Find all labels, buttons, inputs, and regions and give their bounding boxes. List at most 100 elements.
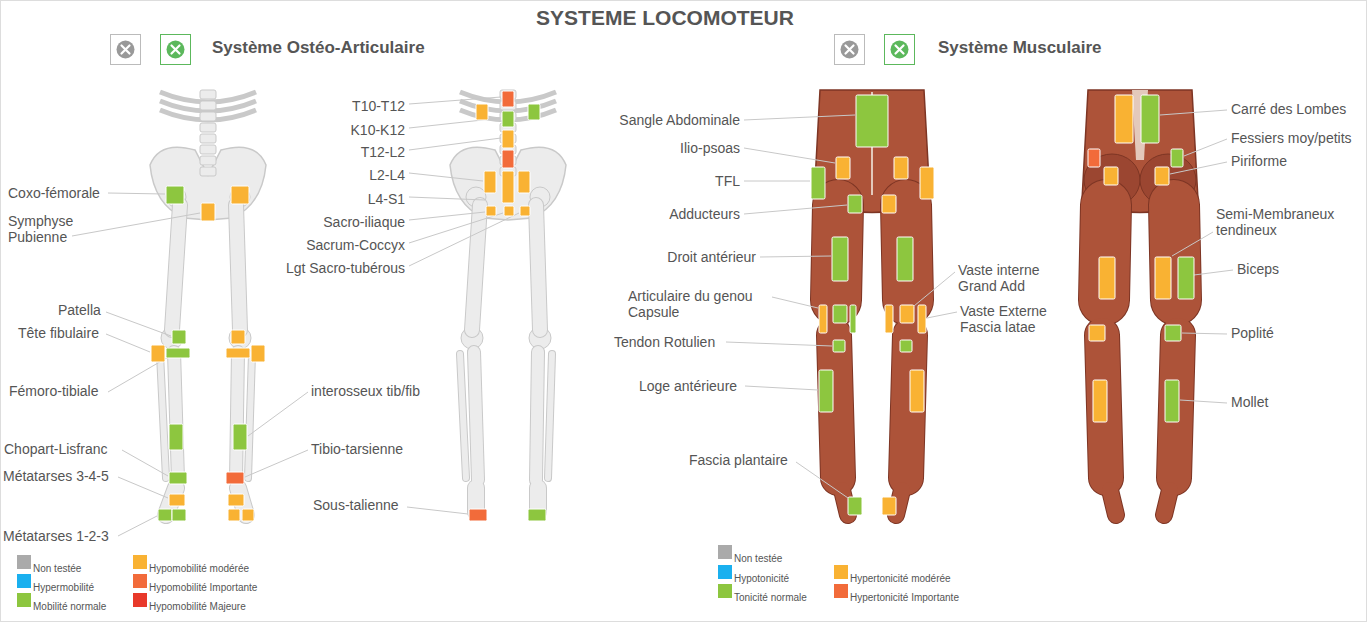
status-mark	[228, 494, 244, 506]
bone-outline	[172, 205, 180, 330]
part-label: Symphyse Pubienne	[8, 213, 98, 245]
status-mark	[894, 157, 908, 179]
button-frame	[111, 35, 141, 65]
muscle-fill	[906, 335, 910, 478]
part-label: Tendon Rotulien	[614, 334, 715, 350]
part-label: Poplité	[1231, 325, 1274, 341]
bone-fill	[172, 205, 180, 330]
status-mark	[520, 206, 530, 216]
status-mark	[1165, 325, 1181, 341]
bone	[460, 205, 552, 512]
part-label: Patella	[58, 302, 101, 318]
legend-swatch	[133, 555, 147, 569]
part-label: Lgt Sacro-tubérous	[286, 260, 405, 276]
leader-line	[72, 213, 200, 236]
status-mark	[819, 370, 833, 412]
muscle	[1102, 205, 1178, 515]
bone-fill	[536, 352, 538, 480]
leader-line	[927, 312, 957, 318]
muscle-fill	[896, 490, 902, 515]
part-label: Chopart-Lisfranc	[4, 441, 108, 457]
status-mark	[233, 424, 247, 450]
part-label: Fascia plantaire	[689, 452, 788, 468]
status-mark	[910, 370, 924, 412]
legend-text: Hypomobilité Majeure	[149, 601, 246, 613]
legend-swatch	[133, 593, 147, 607]
bone-fill	[530, 488, 546, 512]
leader-line	[409, 213, 519, 266]
bone-fill	[160, 354, 166, 478]
pelvis	[150, 147, 266, 220]
part-label: Sacrum-Coccyx	[306, 237, 405, 253]
legend-text: Hypomobilité modérée	[149, 563, 249, 575]
status-mark	[920, 167, 934, 199]
bone-fill	[460, 354, 466, 478]
button-frame	[885, 35, 915, 65]
toggle-button	[111, 35, 141, 65]
muscle-fill	[1174, 205, 1176, 300]
status-mark	[469, 509, 487, 521]
part-label: L2-L4	[369, 167, 405, 183]
button-frame	[835, 35, 865, 65]
status-mark	[1165, 380, 1179, 422]
vertebra	[200, 167, 216, 176]
status-mark	[1141, 95, 1159, 143]
button-frame	[161, 35, 191, 65]
rib	[160, 110, 256, 120]
bone-outline	[536, 352, 538, 480]
muscle-outline	[1164, 490, 1170, 515]
legend-text: Tonicité normale	[734, 592, 807, 604]
status-mark	[226, 472, 244, 484]
status-mark	[882, 195, 896, 213]
leader-line	[1160, 110, 1227, 115]
status-mark	[900, 340, 912, 352]
part-label: Carré des Lombes	[1231, 101, 1346, 117]
status-mark	[476, 104, 488, 120]
status-mark	[1089, 325, 1105, 341]
part-label: Vaste interne Grand Add	[958, 262, 1058, 294]
button-icon	[117, 41, 135, 59]
leader-line	[248, 392, 308, 436]
leader-line	[118, 477, 168, 498]
status-mark	[856, 95, 888, 147]
bone-outline	[474, 352, 478, 480]
legend-text: Hypotonicité	[734, 573, 789, 585]
bone-fill	[248, 354, 252, 478]
joint	[230, 187, 250, 207]
bone-outline	[467, 488, 485, 512]
toggle-button	[835, 35, 865, 65]
status-mark	[502, 111, 514, 127]
leader-line	[1172, 232, 1213, 256]
close-cross	[896, 46, 904, 54]
status-mark	[484, 171, 496, 193]
status-mark	[242, 509, 254, 521]
bone-outline	[236, 352, 238, 480]
leader-line	[409, 212, 485, 220]
leader-line	[407, 507, 468, 514]
status-mark	[918, 305, 926, 333]
bone-fill	[236, 205, 240, 330]
legend-swatch	[834, 584, 848, 598]
status-mark	[228, 509, 240, 521]
legend-text: Hypermobilité	[33, 582, 94, 594]
status-mark	[528, 104, 540, 120]
bone-fill	[236, 352, 238, 480]
status-mark	[504, 206, 514, 216]
status-mark	[836, 157, 850, 179]
muscle-figure	[814, 90, 930, 334]
section-heading: Système Musculaire	[938, 38, 1101, 58]
status-mark	[226, 348, 250, 358]
part-label: Sous-talienne	[313, 497, 399, 513]
legend-text: Hypertonicité Importante	[850, 592, 959, 604]
vertebra	[200, 134, 216, 143]
status-mark	[811, 167, 825, 199]
legend-swatch	[718, 545, 732, 559]
bone-outline	[236, 205, 240, 330]
leader-line	[108, 193, 165, 194]
leader-line	[744, 148, 835, 163]
status-mark	[900, 305, 914, 323]
leader-line	[726, 342, 832, 346]
legend-text: Hypertonicité modérée	[850, 573, 951, 585]
part-label: Ilio-psoas	[680, 140, 740, 156]
muscle-outline	[1174, 205, 1176, 300]
